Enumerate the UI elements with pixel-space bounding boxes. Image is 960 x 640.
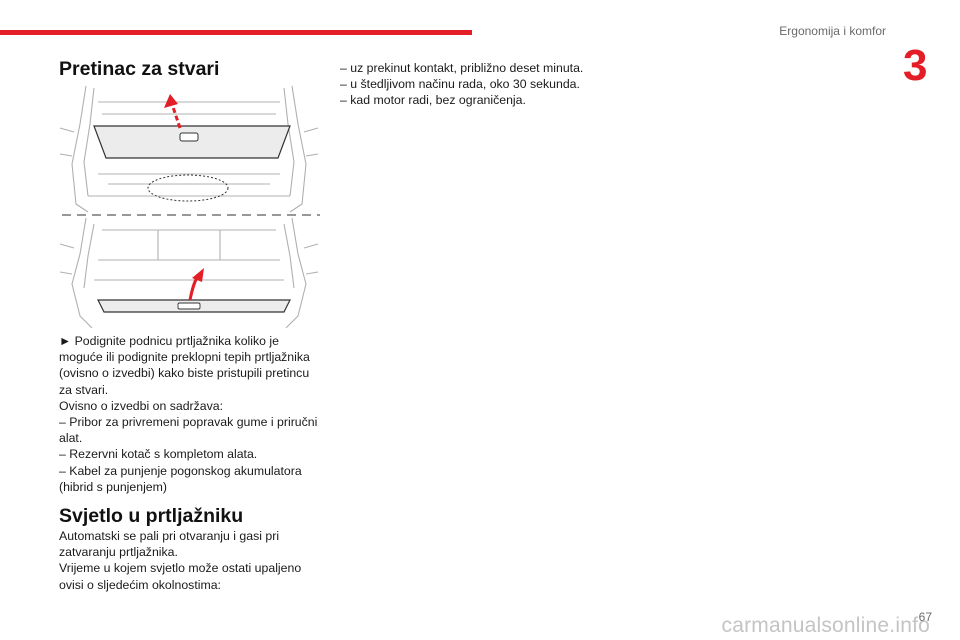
list-item: – Kabel za punjenje pogonskog akumulator… (59, 463, 302, 494)
light-paragraph-1: Automatski se pali pri otvaranju i gasi … (59, 529, 280, 560)
page-number: 67 (918, 610, 932, 624)
storage-body: ► Podignite podnicu prtljažnika koliko j… (59, 333, 324, 495)
watermark: carmanualsonline.info (721, 614, 930, 637)
header-accent-bar (0, 30, 472, 35)
trunk-illustration (59, 85, 320, 329)
section-title-trunk-light: Svjetlo u prtljažniku (59, 505, 244, 527)
light-conditions-list: – uz prekinut kontakt, približno deset m… (340, 60, 640, 109)
light-paragraph-2: Vrijeme u kojem svjetlo može ostati upal… (59, 561, 302, 592)
storage-intro: Ovisno o izvedbi on sadržava: (59, 398, 224, 413)
storage-instruction: ► Podignite podnicu prtljažnika koliko j… (59, 334, 310, 397)
light-body: Automatski se pali pri otvaranju i gasi … (59, 528, 324, 593)
list-item: – uz prekinut kontakt, približno deset m… (340, 61, 584, 75)
list-item: – u štedljivom načinu rada, oko 30 sekun… (340, 77, 580, 92)
list-item: – kad motor radi, bez ograničenja. (340, 93, 526, 108)
section-title-storage: Pretinac za stvari (59, 58, 220, 80)
list-item: – Rezervni kotač s kompletom alata. (59, 447, 258, 462)
list-item: – Pribor za privremeni popravak gume i p… (59, 415, 318, 446)
chapter-number: 3 (903, 41, 928, 90)
chapter-title: Ergonomija i komfor (779, 24, 886, 38)
